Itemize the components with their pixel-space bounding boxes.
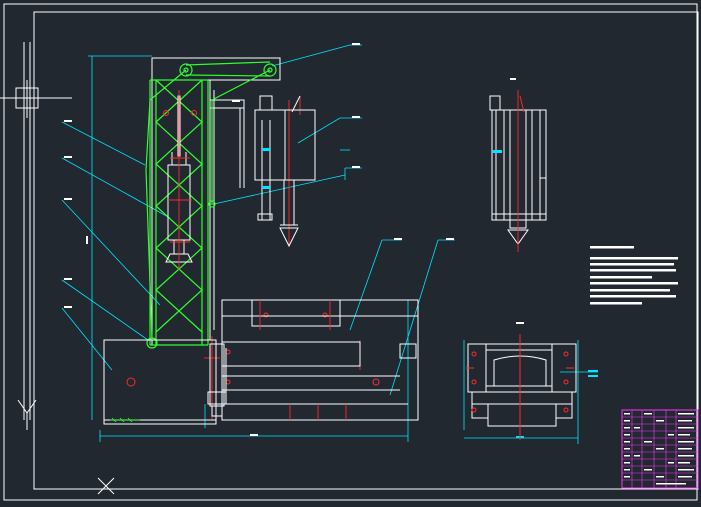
spindle-accents <box>262 148 270 189</box>
notes-line-2 <box>590 263 674 266</box>
notes-heading <box>590 246 634 249</box>
base-hatch <box>110 417 140 423</box>
top-sprocket-left <box>179 63 193 77</box>
notes-line-4 <box>590 276 652 279</box>
notes-line-6 <box>590 289 670 292</box>
machine-base <box>103 299 419 425</box>
notes-line-3 <box>590 269 676 272</box>
spindle-head <box>254 95 316 248</box>
side-view-bottom <box>463 322 598 444</box>
lattice-truss <box>145 61 277 349</box>
notes-line-8 <box>590 302 642 305</box>
tower-casing <box>151 57 281 345</box>
sheet-frame <box>0 3 699 501</box>
bottom-cross-mark <box>97 477 115 495</box>
leader-tags <box>64 43 454 436</box>
main-dimensions <box>61 44 455 442</box>
idler-sprocket <box>208 200 216 208</box>
main-front-view <box>61 43 455 442</box>
side-view-top <box>489 78 547 252</box>
outer-border <box>3 3 698 501</box>
top-sprocket-right <box>263 63 277 77</box>
inner-border <box>33 11 699 490</box>
base-centermarks <box>259 300 347 420</box>
bolt-markers <box>126 110 380 387</box>
bottom-sprocket <box>146 337 158 349</box>
technical-notes <box>590 246 678 305</box>
notes-line-5 <box>590 282 678 285</box>
centerlines <box>168 90 361 420</box>
title-block <box>621 409 699 489</box>
notes-line-1 <box>590 257 678 260</box>
bottom-left-mark <box>17 399 37 430</box>
notes-line-7 <box>590 295 676 298</box>
